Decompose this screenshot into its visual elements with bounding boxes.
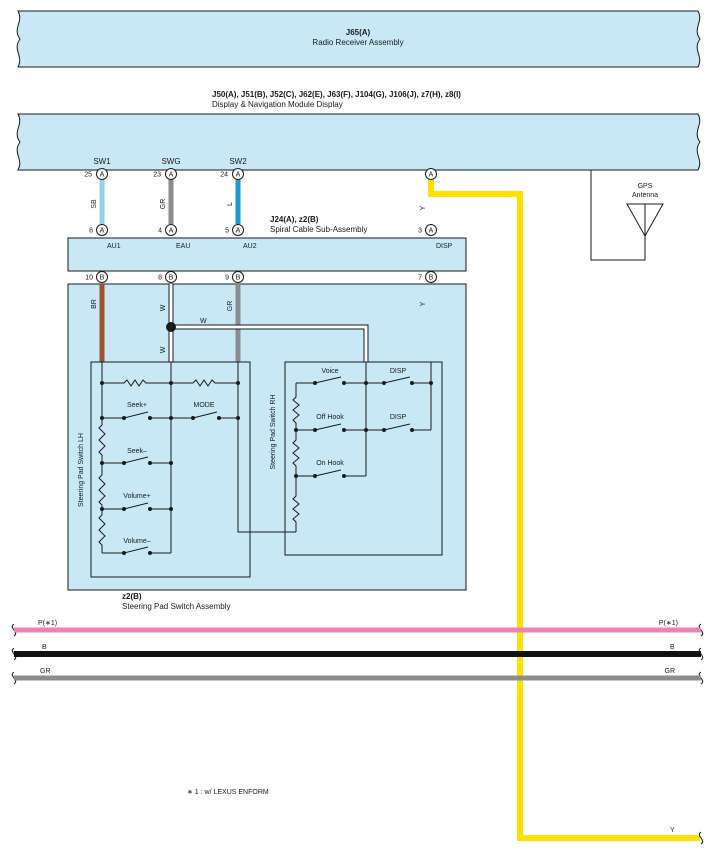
display-pins: A 25 A 23 A 24 A [84,168,437,180]
gps-label-1: GPS [638,183,653,190]
steering-pad-switch-rh [284,361,443,556]
rh-contacts [294,381,433,478]
svg-text:9: 9 [225,275,229,282]
bus-p-left: P(∗1) [38,620,57,627]
bus-b-left: B [42,644,47,651]
svg-text:7: 7 [418,275,422,282]
pin-number: 24 [220,172,228,179]
svg-text:10: 10 [85,275,93,282]
y-wire-label: Y [670,827,675,834]
wire-label-gr-2: GR [227,301,234,312]
wire-label-w-1: W [160,304,167,311]
wire-label-l: L [227,202,234,206]
signal-swg: SWG [161,157,180,166]
switch-assembly-box [67,283,467,591]
signal-sw1: SW1 [93,157,111,166]
svg-text:A: A [100,172,105,179]
wire-label-y-2: Y [420,301,427,306]
radio-code: J65(A) [346,28,371,37]
svg-text:A: A [169,228,174,235]
rh-title: Steering Pad Switch RH [270,394,277,469]
svg-text:A: A [429,172,434,179]
svg-text:B: B [429,275,434,282]
svg-text:A: A [429,228,434,235]
switch-assy-code: z2(B) [122,592,142,601]
svg-text:8: 8 [158,275,162,282]
wire-label-w-2: W [160,346,167,353]
pin-number: 23 [153,172,161,179]
spiral-label-eau: EAU [176,243,190,250]
wire-y-main [428,180,700,841]
bus-b-right: B [670,644,675,651]
gps-antenna: GPS Antenna [590,170,664,261]
wire-w [166,284,369,362]
gps-label-2: Antenna [632,192,658,199]
wire-label-br: BR [91,299,98,309]
spiral-bottom-pins: B 10 B 8 B 9 B 7 [85,271,437,283]
bus-gr-left: GR [40,668,51,675]
footnote: ∗ 1 : w/ LEXUS ENFORM [187,789,269,796]
svg-text:A: A [236,172,241,179]
svg-text:B: B [169,275,174,282]
junction-dot [166,322,176,332]
bus-p-right: P(∗1) [659,620,678,627]
switch-voice: Voice [321,368,338,375]
spiral-label-au1: AU1 [107,243,121,250]
display-name: Display & Navigation Module Display [212,100,343,109]
switch-volume-plus: Volume+ [123,493,150,500]
svg-text:3: 3 [418,228,422,235]
switch-disp-2: DISP [390,414,407,421]
spiral-code: J24(A), z2(B) [270,215,319,224]
steering-pad-switch-lh [90,361,296,578]
bus-lines [11,623,704,845]
svg-text:B: B [236,275,241,282]
switch-assy-name: Steering Pad Switch Assembly [122,602,231,611]
wire-label-w-branch: W [200,318,207,325]
bus-gr-right: GR [665,668,676,675]
display-code: J50(A), J51(B), J52(C), J62(E), J63(F), … [212,90,461,99]
display-navigation-module: J50(A), J51(B), J52(C), J62(E), J63(F), … [16,90,701,171]
spiral-name: Spiral Cable Sub-Assembly [270,225,367,234]
spiral-label-disp: DISP [436,243,453,250]
spiral-cable: J24(A), z2(B) Spiral Cable Sub-Assembly … [67,215,467,272]
switch-on-hook: On Hook [316,460,344,467]
switch-mode: MODE [194,402,215,409]
lh-title: Steering Pad Switch LH [78,433,85,507]
switch-seek-plus: Seek+ [127,402,147,409]
pin-number: 25 [84,172,92,179]
switch-off-hook: Off Hook [316,414,344,421]
switch-volume-minus: Volume– [123,538,150,545]
switch-disp-1: DISP [390,368,407,375]
svg-text:B: B [100,275,105,282]
wire-label-sb: SB [91,199,98,209]
svg-text:A: A [100,228,105,235]
signal-sw2: SW2 [229,157,247,166]
svg-text:A: A [236,228,241,235]
radio-name: Radio Receiver Assembly [312,38,403,47]
lh-contacts [100,381,240,555]
wire-label-gr: GR [160,199,167,210]
switch-seek-minus: Seek– [127,448,147,455]
svg-text:4: 4 [158,228,162,235]
antenna-icon [626,203,664,238]
spiral-label-au2: AU2 [243,243,257,250]
svg-text:A: A [169,172,174,179]
svg-text:5: 5 [225,228,229,235]
radio-receiver-assembly: J65(A) Radio Receiver Assembly [16,10,701,68]
svg-text:6: 6 [89,228,93,235]
wire-label-y-top: Y [420,205,427,210]
spiral-top-pins: A 6 A 4 A 5 A 3 [89,224,437,236]
